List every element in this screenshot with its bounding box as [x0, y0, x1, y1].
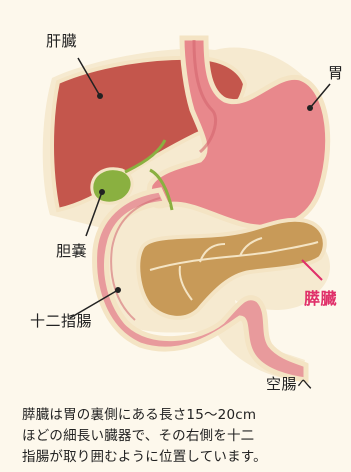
- label-pancreas: 膵臓: [304, 285, 337, 309]
- label-gallbladder: 胆嚢: [56, 240, 87, 261]
- gallbladder: [92, 169, 132, 203]
- caption: 膵臓は胃の裏側にある長さ15〜20cm ほどの細長い臓器で、その右側を十二 指腸…: [22, 405, 342, 468]
- label-jejunum: 空腸へ: [266, 373, 313, 394]
- caption-line-3: 指腸が取り囲むように位置しています。: [22, 447, 342, 468]
- caption-line-2: ほどの細長い臓器で、その右側を十二: [22, 426, 342, 447]
- label-duodenum: 十二指腸: [30, 310, 92, 331]
- caption-line-1: 膵臓は胃の裏側にある長さ15〜20cm: [22, 405, 342, 426]
- label-stomach: 胃: [328, 62, 344, 83]
- label-liver: 肝臓: [46, 30, 77, 51]
